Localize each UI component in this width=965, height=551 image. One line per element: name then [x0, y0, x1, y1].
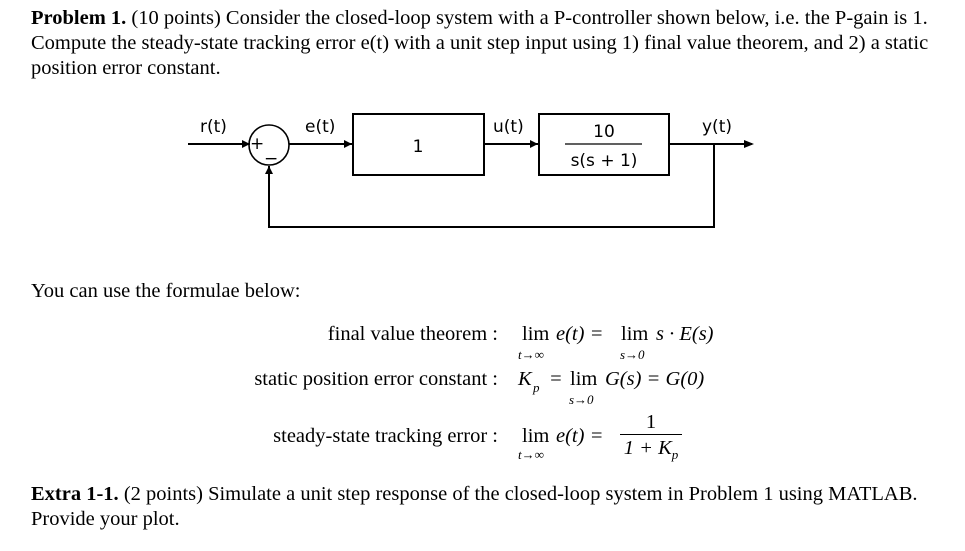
extra-text: (2 points) Simulate a unit step response…	[31, 483, 918, 530]
final-value-lim-1: lim	[522, 323, 550, 345]
final-value-expr-1: e(t) =	[556, 323, 604, 345]
plant-denominator: s(s + 1)	[571, 151, 638, 171]
static-position-eq: =	[545, 368, 567, 390]
plus-sign: +	[250, 134, 264, 154]
denominator-subscript: p	[671, 447, 679, 462]
input-label: r(t)	[200, 117, 227, 137]
steady-state-expr: e(t) =	[556, 425, 604, 447]
fraction-numerator: 1	[645, 411, 657, 433]
extra-label: Extra 1-1.	[31, 483, 119, 505]
output-label: y(t)	[702, 117, 732, 137]
steady-state-label: steady-state tracking error :	[273, 425, 498, 447]
static-position-expr: G(s) = G(0)	[605, 368, 705, 390]
steady-state-fraction: 1 1 + Kp	[620, 410, 682, 463]
denominator-text: 1 + K	[623, 437, 672, 459]
plant-numerator: 10	[593, 122, 615, 142]
static-position-sub: s→0	[569, 392, 594, 407]
input-arrowhead	[242, 140, 250, 148]
steady-state-sub: t→∞	[518, 447, 544, 462]
error-label: e(t)	[305, 117, 335, 137]
kp-subscript: p	[533, 380, 540, 395]
formulae-hint: You can use the formulae below:	[31, 280, 301, 302]
problem-1-paragraph: Problem 1. (10 points) Consider the clos…	[31, 6, 936, 81]
steady-state-row: steady-state tracking error : lim e(t) =…	[0, 410, 965, 470]
steady-state-lim: lim	[522, 425, 550, 447]
control-label: u(t)	[493, 117, 524, 137]
control-arrowhead	[530, 140, 538, 148]
fraction-bar	[620, 434, 682, 435]
controller-gain: 1	[413, 137, 424, 157]
feedback-arrowhead	[265, 166, 273, 174]
final-value-expr-2: s · E(s)	[656, 323, 714, 345]
output-arrowhead	[744, 140, 754, 148]
problem-label: Problem 1.	[31, 7, 127, 29]
extra-1-1-paragraph: Extra 1-1. (2 points) Simulate a unit st…	[31, 482, 936, 532]
block-diagram: + − 1 10 s(s + 1) r(t) e(t) u(t) y(t)	[188, 113, 754, 228]
static-position-lim: lim	[570, 368, 598, 390]
final-value-lim-2: lim	[621, 323, 649, 345]
minus-sign: −	[264, 149, 278, 169]
static-position-row: static position error constant : K p = l…	[0, 368, 965, 413]
fraction-denominator: 1 + Kp	[620, 435, 682, 463]
feedback-path	[268, 144, 715, 228]
final-value-sub-1: t→∞	[518, 347, 544, 362]
error-arrowhead	[344, 140, 352, 148]
final-value-theorem-row: final value theorem : lim e(t) = t→∞ lim…	[0, 323, 965, 368]
final-value-sub-2: s→0	[620, 347, 645, 362]
problem-text: (10 points) Consider the closed-loop sys…	[31, 7, 929, 79]
static-position-label: static position error constant :	[254, 368, 498, 390]
final-value-label: final value theorem :	[327, 323, 498, 345]
kp-symbol: K	[518, 368, 532, 390]
